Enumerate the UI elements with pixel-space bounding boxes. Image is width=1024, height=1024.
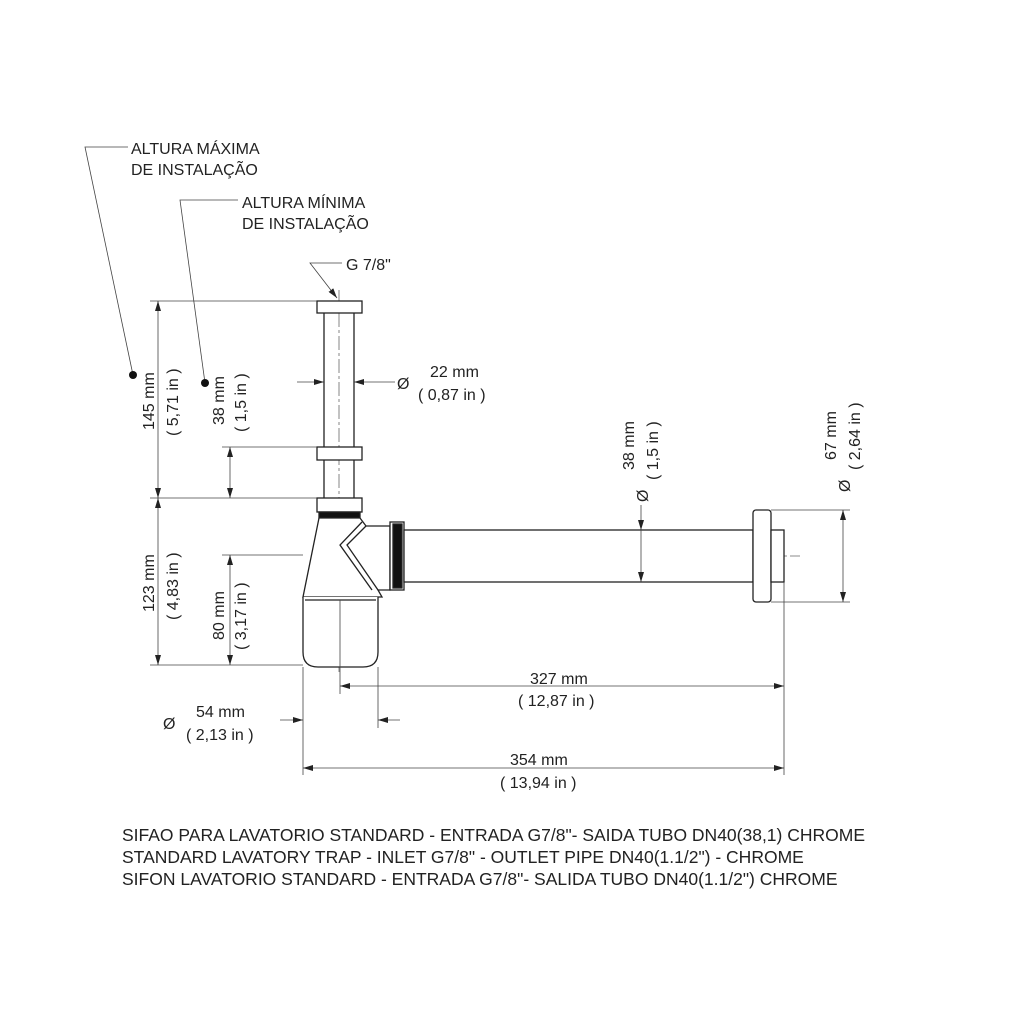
h123-mm: 123 mm [141, 554, 158, 612]
caption-pt: SIFAO PARA LAVATORIO STANDARD - ENTRADA … [122, 825, 866, 845]
d38-symbol: Ø [635, 490, 652, 502]
h38-in: ( 1,5 in ) [233, 373, 250, 432]
dimension-lines [84, 146, 850, 775]
max-height-label-1: ALTURA MÁXIMA [131, 139, 260, 158]
max-height-marker [129, 371, 137, 379]
thread-label: G 7/8" [346, 257, 391, 274]
seal-ring [318, 511, 361, 519]
d22-in: ( 0,87 in ) [418, 387, 486, 404]
d67-mm: 67 mm [823, 411, 840, 460]
h145-mm: 145 mm [141, 372, 158, 430]
l327-mm: 327 mm [530, 671, 588, 688]
l354-in: ( 13,94 in ) [500, 775, 576, 792]
d38-in: ( 1,5 in ) [645, 421, 662, 480]
h80-mm: 80 mm [211, 591, 228, 640]
caption-en: STANDARD LAVATORY TRAP - INLET G7/8" - O… [122, 847, 804, 867]
max-height-label-2: DE INSTALAÇÃO [131, 159, 258, 179]
trap-body [302, 300, 785, 668]
d67-in: ( 2,64 in ) [847, 402, 864, 470]
inlet-nut [316, 446, 363, 461]
body-nut [316, 497, 363, 513]
h145-in: ( 5,71 in ) [165, 368, 182, 436]
d54-in: ( 2,13 in ) [186, 727, 254, 744]
inlet-cap [316, 300, 363, 314]
trap-cup [302, 597, 379, 668]
min-height-label-1: ALTURA MÍNIMA [242, 193, 366, 212]
trap-housing [302, 517, 391, 598]
min-height-label-2: DE INSTALAÇÃO [242, 213, 369, 233]
h38-mm: 38 mm [211, 376, 228, 425]
d22-mm: 22 mm [430, 364, 479, 381]
diameter-symbol: Ø [397, 376, 409, 393]
l327-in: ( 12,87 in ) [518, 693, 594, 710]
d54-mm: 54 mm [196, 704, 245, 721]
outlet-pipe [403, 529, 754, 583]
d67-symbol: Ø [837, 480, 854, 492]
d38-mm: 38 mm [621, 421, 638, 470]
d54-symbol: Ø [163, 716, 175, 733]
wall-flange [752, 509, 772, 603]
caption-es: SIFON LAVATORIO STANDARD - ENTRADA G7/8"… [122, 869, 838, 889]
l354-mm: 354 mm [510, 752, 568, 769]
h123-in: ( 4,83 in ) [165, 552, 182, 620]
min-height-marker [201, 379, 209, 387]
product-captions: SIFAO PARA LAVATORIO STANDARD - ENTRADA … [122, 824, 865, 890]
center-lines [330, 290, 800, 675]
h80-in: ( 3,17 in ) [233, 582, 250, 650]
